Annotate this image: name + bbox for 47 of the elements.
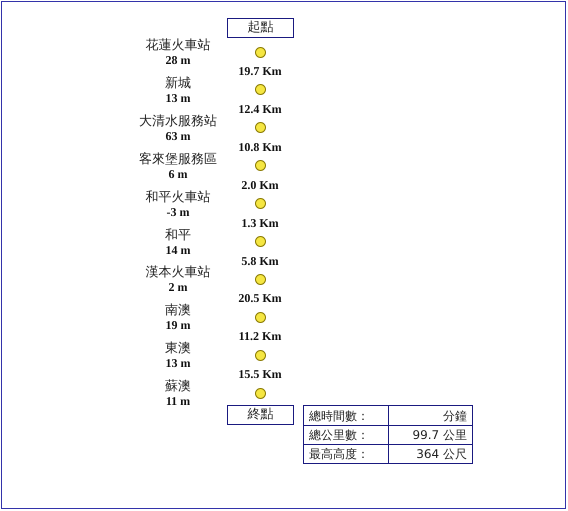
endpoint-box: 終點 [227, 405, 294, 426]
distance-label: 1.3 Km [240, 216, 280, 230]
distance-label: 5.8 Km [240, 254, 280, 268]
table-header-cell: 總公里數： [304, 426, 389, 444]
elevation-label: 11 m [164, 394, 192, 410]
distance-label: 2.0 Km [240, 178, 280, 192]
stop-marker [255, 198, 266, 210]
stop-marker [255, 160, 266, 172]
elevation-label: 19 m [164, 318, 192, 334]
station-name: 東澳 [164, 341, 192, 356]
table-header-cell: 總時間數： [304, 406, 389, 426]
elevation-label: 13 m [164, 90, 192, 106]
elevation-label: 13 m [164, 356, 192, 372]
distance-label: 10.8 Km [237, 140, 283, 154]
table-header-cell: 最高高度： [304, 445, 389, 464]
stop-marker [255, 312, 266, 323]
station-name: 客來堡服務區 [138, 152, 218, 167]
stop-marker [255, 388, 266, 399]
distance-label: 19.7 Km [237, 64, 283, 78]
stop-marker [255, 236, 266, 247]
station-name: 漢本火車站 [144, 265, 212, 280]
table-value-cell-text: 分鐘 [442, 408, 468, 425]
stop-marker [255, 46, 266, 58]
station-name: 新城 [164, 76, 192, 91]
station-name: 和平 [164, 228, 192, 242]
station-name: 花蓮火車站 [144, 38, 212, 53]
stop-marker [255, 122, 266, 134]
elevation-label: 14 m [164, 242, 192, 258]
table-value-cell-text: 99.7 公里 [411, 427, 468, 444]
stop-marker [255, 274, 266, 285]
distance-label: 15.5 Km [237, 367, 283, 382]
station-name: 南澳 [164, 303, 192, 318]
stop-marker [255, 350, 266, 361]
elevation-label: 6 m [168, 166, 188, 182]
station-name: 大清水服務站 [138, 114, 218, 129]
station-name: 蘇澳 [164, 379, 192, 394]
distance-label: 20.5 Km [237, 291, 283, 306]
elevation-label: 63 m [164, 128, 192, 144]
elevation-label: -3 m [166, 204, 190, 220]
endpoint-box: 起點 [227, 18, 294, 38]
stop-marker [255, 84, 266, 96]
station-name: 和平火車站 [144, 190, 212, 205]
distance-label: 12.4 Km [237, 102, 283, 116]
distance-label: 11.2 Km [238, 329, 282, 344]
elevation-label: 28 m [164, 53, 192, 68]
table-value-cell-text: 364 公尺 [415, 446, 468, 464]
elevation-label: 2 m [168, 280, 188, 296]
